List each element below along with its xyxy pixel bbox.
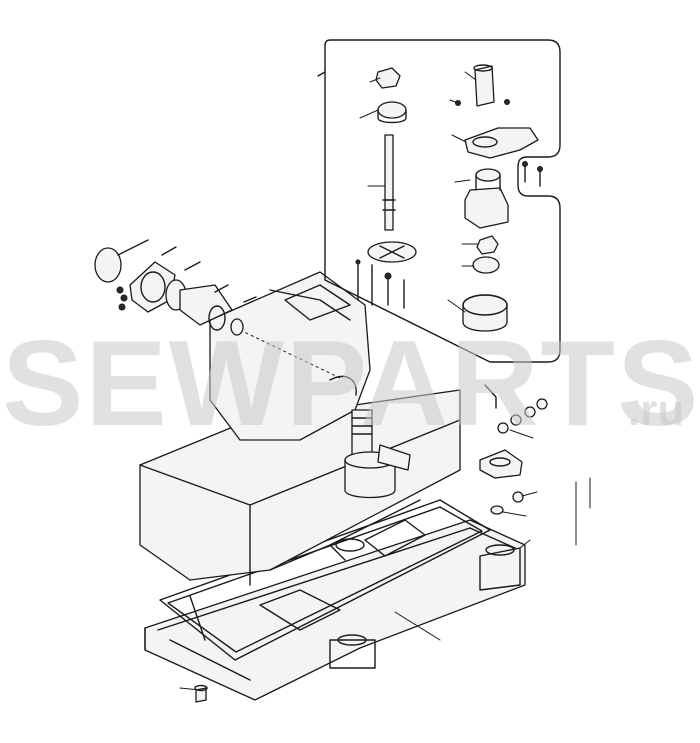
assembly-line <box>239 329 341 379</box>
leader-lines <box>179 71 591 691</box>
inset-panel <box>317 39 561 363</box>
inset-parts <box>355 64 543 332</box>
foot-screw <box>194 684 208 703</box>
watermark-suffix: .ru <box>628 386 684 435</box>
face-cover-group <box>94 239 257 336</box>
hook-shaft-assembly <box>344 409 411 499</box>
screw-set-right <box>479 384 548 515</box>
watermark: SEWPARTS .ru <box>2 315 700 451</box>
watermark-text: SEWPARTS <box>2 315 700 451</box>
